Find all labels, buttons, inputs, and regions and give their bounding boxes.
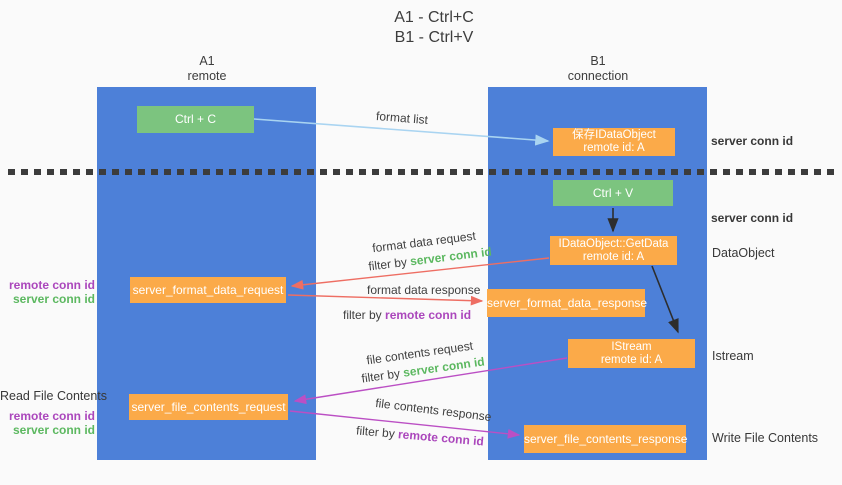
istream-line1: IStream [611,340,652,353]
server-file-contents-request-node: server_file_contents_request [129,394,288,420]
filter-by-text: filter by [367,254,408,274]
annotation-istream: Istream [712,349,754,363]
filter-by-text: filter by [343,308,382,322]
idataobject-getdata-line2: remote id: A [582,250,645,263]
machine-boundary-dotted-line [8,169,835,175]
remote-conn-id-text: remote conn id [8,278,95,292]
annotation-read-file-contents: Read File Contents [0,389,108,403]
annotation-dataobject: DataObject [712,246,775,260]
server-file-contents-response-node: server_file_contents_response [524,425,688,453]
save-idataobject-line2: remote id: A [583,142,645,154]
server-format-data-response-label: server_format_data_response [487,295,648,310]
save-idataobject-line1: 保存IDataObject [572,129,656,141]
server-format-data-response-node: server_format_data_response [487,289,648,317]
column-header-a1: A1 remote [97,54,317,84]
server-file-contents-response-label: server_file_contents_response [524,431,688,446]
istream-line2: remote id: A [600,353,663,366]
idataobject-getdata-node: IDataObject::GetData remote id: A [550,236,677,265]
remote-conn-id-text: remote conn id [8,409,95,423]
ctrl-c-node: Ctrl + C [137,106,254,133]
idataobject-getdata-line1: IDataObject::GetData [558,237,669,250]
ctrl-c-label: Ctrl + C [174,112,216,126]
label-filter-file-response: filter by remote conn id [356,423,485,448]
annotation-server-conn-id-mid: server conn id [711,211,794,225]
column-b1-role: connection [567,69,629,83]
label-format-data-response: format data response [367,283,481,297]
remote-conn-id-text: remote conn id [397,427,485,449]
server-conn-id-text: server conn id [12,291,95,306]
column-b1-id: B1 [590,54,606,68]
annotation-conn-ids-file: remote conn id server conn id [0,409,95,437]
istream-node: IStream remote id: A [568,339,695,368]
column-header-b1: B1 connection [488,54,708,84]
server-conn-id-text: server conn id [12,422,95,437]
title-line-2: B1 - Ctrl+V [394,29,474,46]
column-a1-id: A1 [199,54,215,68]
label-filter-format-response: filter by remote conn id [343,308,471,322]
label-file-contents-response: file contents response [374,395,493,425]
diagram-title: A1 - Ctrl+C B1 - Ctrl+V [0,8,842,48]
save-idataobject-node: 保存IDataObject remote id: A [553,128,675,156]
title-line-1: A1 - Ctrl+C [394,9,474,26]
filter-by-text: filter by [355,423,396,441]
ctrl-v-label: Ctrl + V [592,185,634,200]
annotation-conn-ids-format: remote conn id server conn id [0,278,95,306]
label-format-list: format list [375,108,429,128]
filter-by-text: filter by [360,366,401,386]
server-format-data-request-label: server_format_data_request [132,282,284,297]
annotation-server-conn-id-top: server conn id [711,134,794,148]
server-file-contents-request-label: server_file_contents_request [131,399,286,414]
ctrl-v-node: Ctrl + V [553,180,673,206]
column-a1-role: remote [187,69,227,83]
remote-conn-id-text: remote conn id [385,308,472,322]
annotation-write-file-contents: Write File Contents [712,431,819,445]
server-format-data-request-node: server_format_data_request [130,277,286,303]
